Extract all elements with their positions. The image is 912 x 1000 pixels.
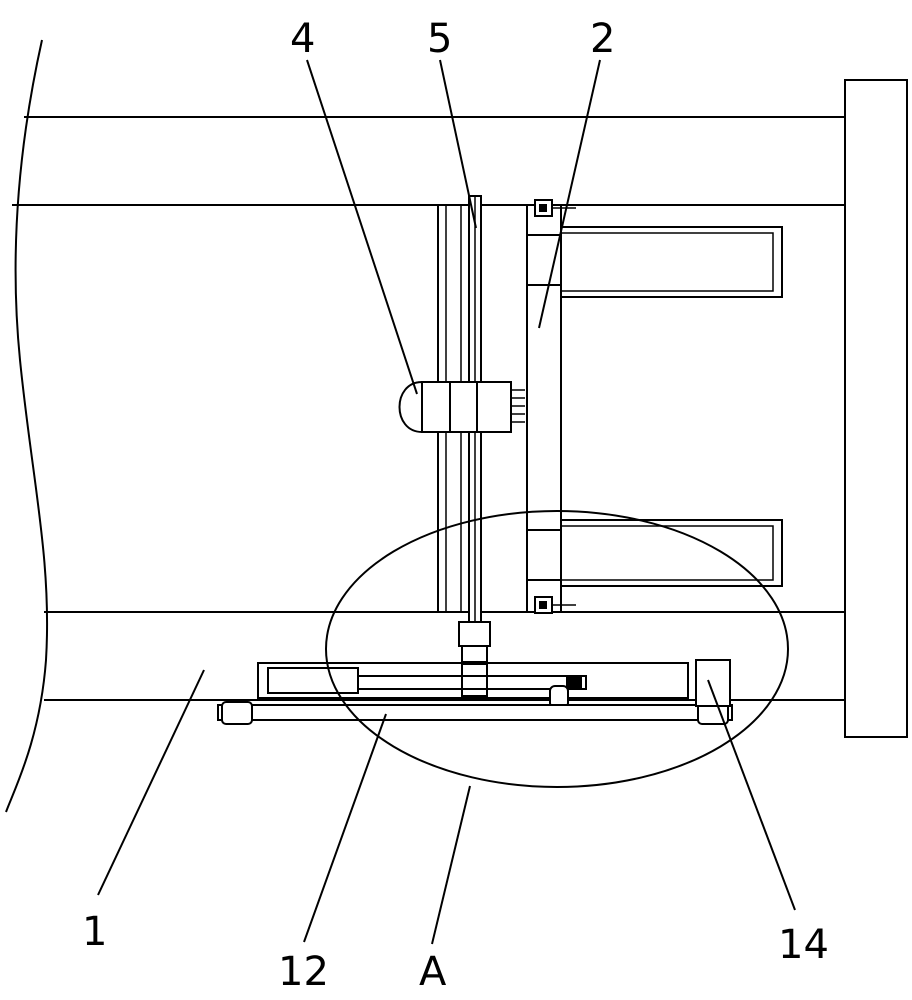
- break-line: [5, 39, 49, 813]
- vertical-plate: [526, 204, 562, 613]
- base-plate: [217, 701, 733, 725]
- label-1: 1: [82, 909, 107, 955]
- leader-lines: [97, 59, 796, 945]
- guide-slot-top: [559, 226, 783, 298]
- detail-circle-a: [325, 510, 789, 788]
- label-4: 4: [290, 16, 315, 62]
- coupling: [458, 621, 491, 663]
- fastener-top: [534, 199, 576, 217]
- label-a: A: [419, 949, 447, 995]
- slide-rail: [257, 662, 689, 709]
- fastener-bottom: [534, 596, 576, 614]
- end-plate: [844, 79, 908, 738]
- motor-block: [398, 380, 525, 434]
- label-14: 14: [778, 922, 829, 968]
- label-5: 5: [427, 16, 452, 62]
- sensor-box: [695, 659, 731, 707]
- label-2: 2: [590, 16, 615, 62]
- lead-screw: [468, 195, 482, 677]
- label-12: 12: [278, 949, 329, 995]
